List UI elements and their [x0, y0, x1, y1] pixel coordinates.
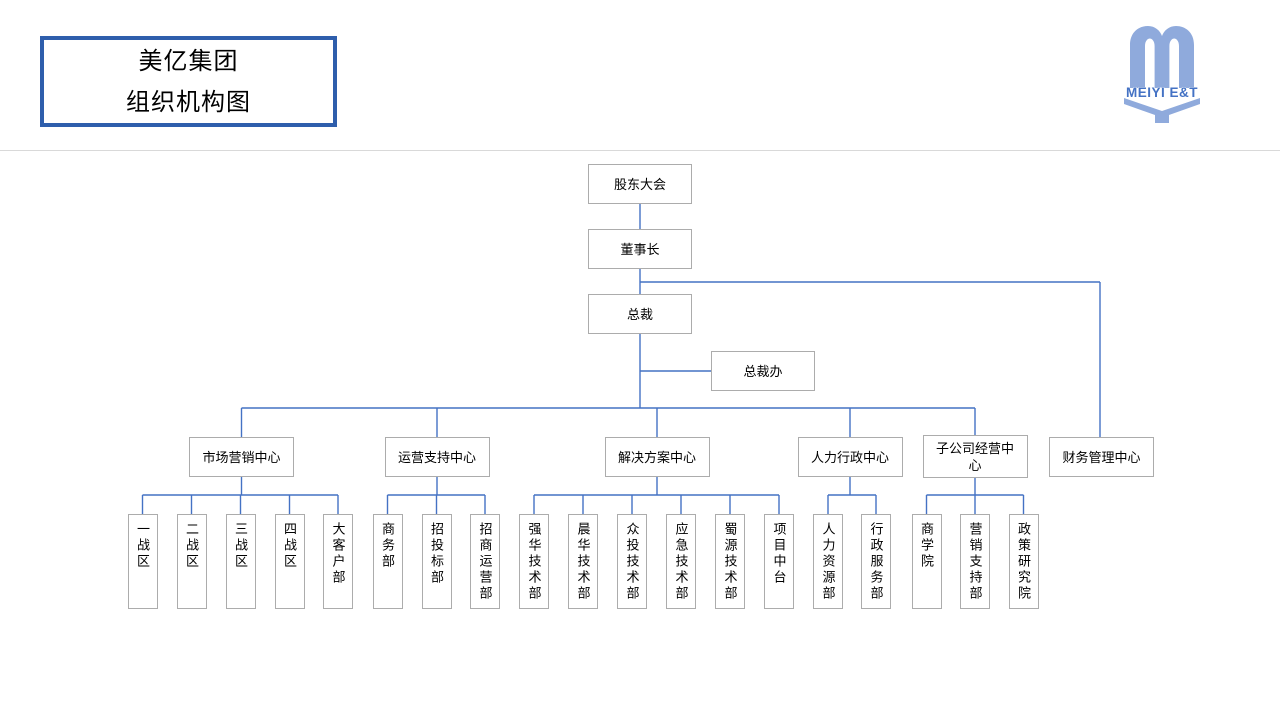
dept-label: 二战区: [184, 522, 199, 570]
node-label: 运营支持中心: [397, 449, 476, 465]
dept-label: 众投技术部: [624, 522, 640, 602]
dept-war-zone-3: 三战区: [225, 514, 256, 609]
dept-key-accounts: 大客户部: [323, 514, 353, 609]
dept-label: 人力资源部: [820, 522, 836, 602]
dept-qianghua-tech: 强华技术部: [519, 514, 549, 609]
dept-admin-services: 行政服务部: [861, 514, 891, 609]
node-hr-admin-center: 人力行政中心: [797, 437, 903, 477]
dept-label: 行政服务部: [868, 522, 884, 602]
dept-label: 招商运营部: [477, 522, 493, 602]
dept-label: 政策研究院: [1016, 522, 1031, 602]
dept-business-school: 商学院: [911, 514, 942, 609]
node-president-office: 总裁办: [711, 351, 815, 391]
node-label: 人力行政中心: [810, 449, 889, 465]
node-label: 解决方案中心: [617, 449, 696, 465]
connector-lines: [141, 204, 1101, 514]
slide-title-line2: 组织机构图: [126, 88, 251, 116]
node-label: 总裁: [626, 306, 653, 322]
dept-label: 商务部: [380, 522, 395, 570]
dept-label: 大客户部: [330, 522, 346, 586]
node-operation-support-center: 运营支持中心: [384, 437, 490, 477]
dept-shuyuan-tech: 蜀源技术部: [715, 514, 745, 609]
dept-zhongtou-tech: 众投技术部: [617, 514, 647, 609]
dept-project-platform: 项目中台: [764, 514, 794, 609]
dept-policy-research: 政策研究院: [1008, 514, 1039, 609]
dept-label: 强华技术部: [526, 522, 542, 602]
dept-bidding: 招投标部: [421, 514, 452, 609]
node-marketing-center: 市场营销中心: [189, 437, 294, 477]
company-logo-icon: MEIYI E&T: [1124, 26, 1200, 123]
node-label: 市场营销中心: [202, 449, 281, 465]
node-finance-center: 财务管理中心: [1049, 437, 1154, 477]
node-label: 股东大会: [613, 176, 666, 192]
dept-investment-operation: 招商运营部: [470, 514, 500, 609]
dept-label: 三战区: [233, 522, 248, 570]
dept-label: 商学院: [919, 522, 934, 570]
dept-label: 晨华技术部: [575, 522, 591, 602]
dept-chenhua-tech: 晨华技术部: [568, 514, 598, 609]
dept-label: 项目中台: [771, 522, 787, 586]
node-subsidiary-operation-center: 子公司经营中心: [922, 435, 1028, 478]
dept-label: 一战区: [135, 522, 150, 570]
dept-human-resources: 人力资源部: [813, 514, 843, 609]
node-label: 子公司经营中心: [935, 440, 1014, 473]
dept-marketing-support: 营销支持部: [960, 514, 990, 609]
node-chairman: 董事长: [588, 229, 692, 269]
node-solution-center: 解决方案中心: [604, 437, 710, 477]
dept-commerce: 商务部: [372, 514, 403, 609]
dept-label: 营销支持部: [967, 522, 983, 602]
slide-title-line1: 美亿集团: [138, 47, 239, 75]
dept-emergency-tech: 应急技术部: [666, 514, 696, 609]
dept-label: 四战区: [282, 522, 297, 570]
node-label: 总裁办: [743, 363, 783, 379]
dept-war-zone-4: 四战区: [274, 514, 305, 609]
node-president: 总裁: [588, 294, 692, 334]
node-label: 财务管理中心: [1062, 449, 1141, 465]
slide-title-box: 美亿集团 组织机构图: [40, 36, 337, 127]
dept-label: 蜀源技术部: [722, 522, 738, 602]
dept-war-zone-1: 一战区: [127, 514, 158, 609]
dept-label: 招投标部: [429, 522, 444, 586]
header-divider: [0, 150, 1280, 151]
logo-text: MEIYI E&T: [1126, 85, 1198, 100]
node-shareholders-meeting: 股东大会: [588, 164, 692, 204]
node-label: 董事长: [620, 241, 660, 257]
dept-label: 应急技术部: [673, 522, 689, 602]
dept-war-zone-2: 二战区: [176, 514, 207, 609]
